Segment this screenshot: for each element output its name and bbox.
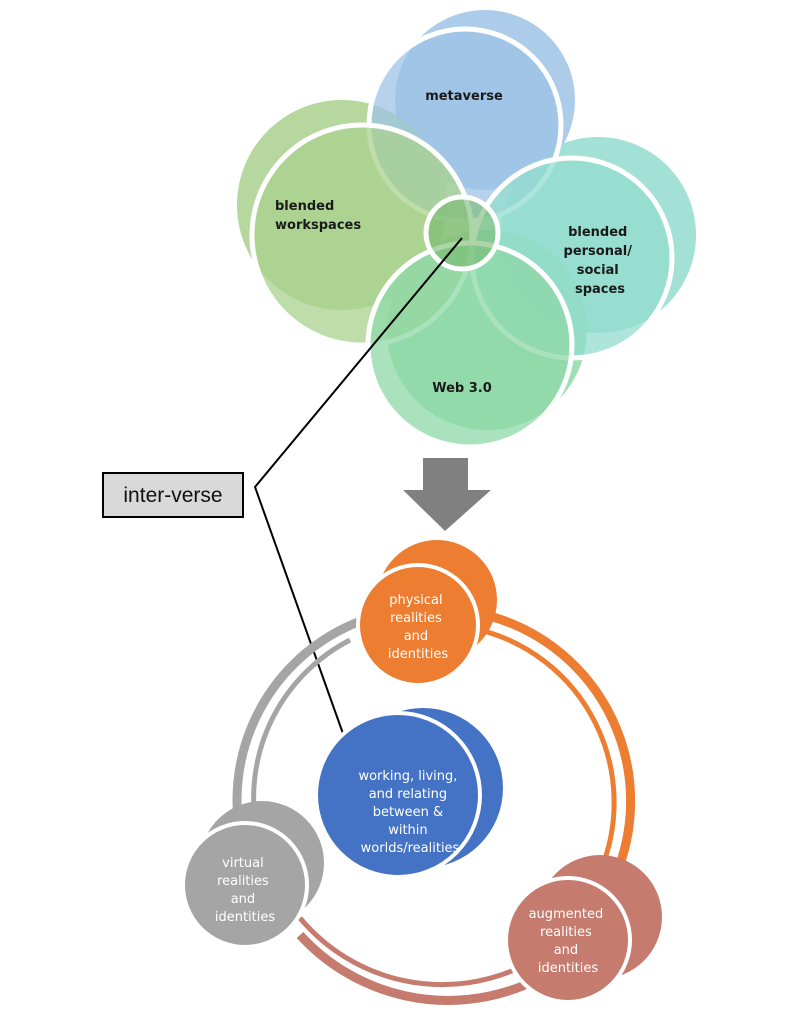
virtual-label-line: virtual	[222, 856, 264, 871]
center-label-line: working, living,	[358, 769, 457, 784]
cycle-arc-augmented-to-virtual-inner	[298, 916, 527, 988]
virtual-label-line: realities	[217, 874, 269, 889]
callout-label: inter-verse	[123, 484, 222, 507]
callout-leader-line	[253, 237, 463, 743]
center-label-line: between &	[373, 805, 443, 820]
web3-circle	[365, 240, 575, 450]
personal-label-line: personal/	[564, 244, 633, 259]
venn-center-circle	[423, 194, 501, 272]
personal-label-line: spaces	[575, 282, 625, 297]
cycle-arc-physical-to-augmented	[491, 612, 636, 879]
center-label-line: within	[388, 823, 427, 838]
workspaces-label: blended workspaces	[275, 199, 361, 233]
virtual-label-line: identities	[215, 910, 276, 925]
virtual-circle	[181, 821, 309, 949]
center-label: working, living, and relating between & …	[358, 769, 461, 856]
down-arrow-icon	[403, 458, 491, 531]
physical-label: physical realities and identities	[388, 593, 449, 662]
physical-label-line: identities	[388, 647, 449, 662]
physical-label-line: realities	[390, 611, 442, 626]
augmented-label-line: identities	[538, 961, 599, 976]
physical-label-line: physical	[389, 593, 442, 608]
center-label-line: and relating	[369, 787, 447, 802]
cycle-arc-virtual-to-physical	[232, 617, 360, 821]
personal-label-line: blended	[568, 225, 627, 240]
physical-label-line: and	[404, 629, 428, 644]
venn-circles	[249, 26, 675, 450]
augmented-label-line: realities	[540, 925, 592, 940]
virtual-label: virtual realities and identities	[215, 856, 276, 925]
center-label-line: worlds/realities	[361, 841, 460, 856]
cycle-arc-augmented-to-virtual	[296, 931, 527, 1005]
physical-circle	[356, 563, 480, 687]
center-circle	[314, 711, 482, 879]
personal-label-line: social	[577, 263, 619, 278]
workspaces-label-line: workspaces	[275, 218, 361, 233]
personal-label: blended personal/ social spaces	[564, 225, 637, 297]
augmented-circle	[504, 876, 632, 1004]
virtual-label-line: and	[231, 892, 255, 907]
augmented-label-line: and	[554, 943, 578, 958]
metaverse-label: metaverse	[425, 89, 503, 104]
cycle-diagram: working, living, and relating between & …	[181, 540, 662, 1005]
cycle-arc-physical-to-augmented-inner	[479, 627, 617, 873]
augmented-label: augmented realities and identities	[529, 907, 608, 976]
augmented-label-line: augmented	[529, 907, 604, 922]
web3-label: Web 3.0	[432, 381, 492, 396]
callout-box: inter-verse	[102, 472, 244, 518]
cycle-arc-virtual-to-physical-inner	[251, 637, 352, 811]
workspaces-label-line: blended	[275, 199, 334, 214]
